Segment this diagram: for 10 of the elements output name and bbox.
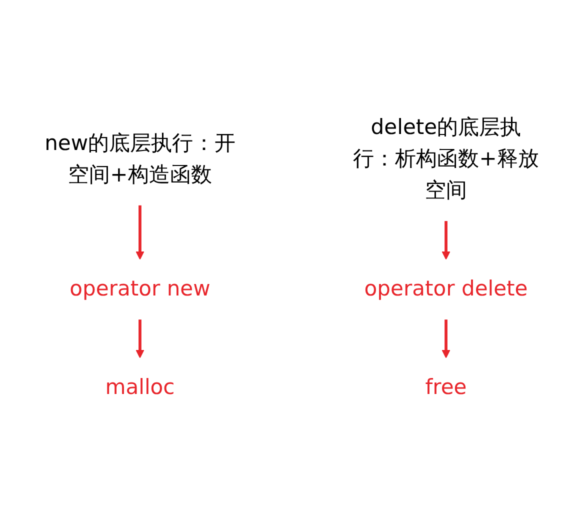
arrow xyxy=(442,319,450,358)
node-text: malloc xyxy=(105,376,175,400)
node-text: operator new xyxy=(70,277,210,302)
node-text: free xyxy=(425,376,467,400)
node-text: delete的底层执行：析构函数+释放空间 xyxy=(353,115,539,203)
node-text: new的底层执行：开空间+构造函数 xyxy=(44,131,236,187)
node-text: operator delete xyxy=(364,277,528,302)
arrow xyxy=(442,220,450,260)
arrow xyxy=(136,204,144,260)
arrow xyxy=(136,319,144,358)
